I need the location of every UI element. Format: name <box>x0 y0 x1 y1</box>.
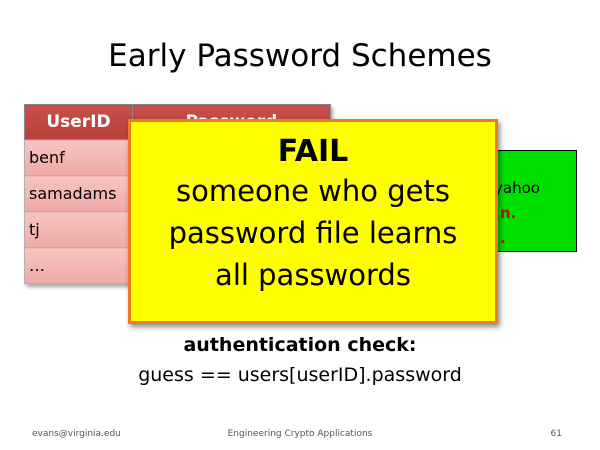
cell-userid: benf <box>24 139 133 176</box>
auth-check-expression: guess == users[userID].password <box>138 364 462 386</box>
auth-check-heading: authentication check: <box>183 334 417 356</box>
footer-course: Engineering Crypto Applications <box>227 429 373 439</box>
cell-userid: samadams <box>24 175 133 212</box>
footer-email: evans@virginia.edu <box>32 429 121 439</box>
fail-line: someone who gets <box>176 174 450 208</box>
fail-line: password file learns <box>168 216 458 250</box>
header-userid: UserID <box>24 104 133 140</box>
fail-title: FAIL <box>277 134 349 169</box>
green-note-line: . <box>500 229 506 247</box>
fail-callout: FAIL someone who gets password file lear… <box>128 119 498 324</box>
cell-userid: … <box>24 247 133 284</box>
slide-title: Early Password Schemes <box>108 38 492 74</box>
fail-line: all passwords <box>215 258 411 292</box>
green-note-line: yahoo <box>494 179 540 197</box>
cell-userid: tj <box>24 211 133 248</box>
footer-page-number: 61 <box>550 429 562 439</box>
green-note-line: n. <box>500 204 517 222</box>
